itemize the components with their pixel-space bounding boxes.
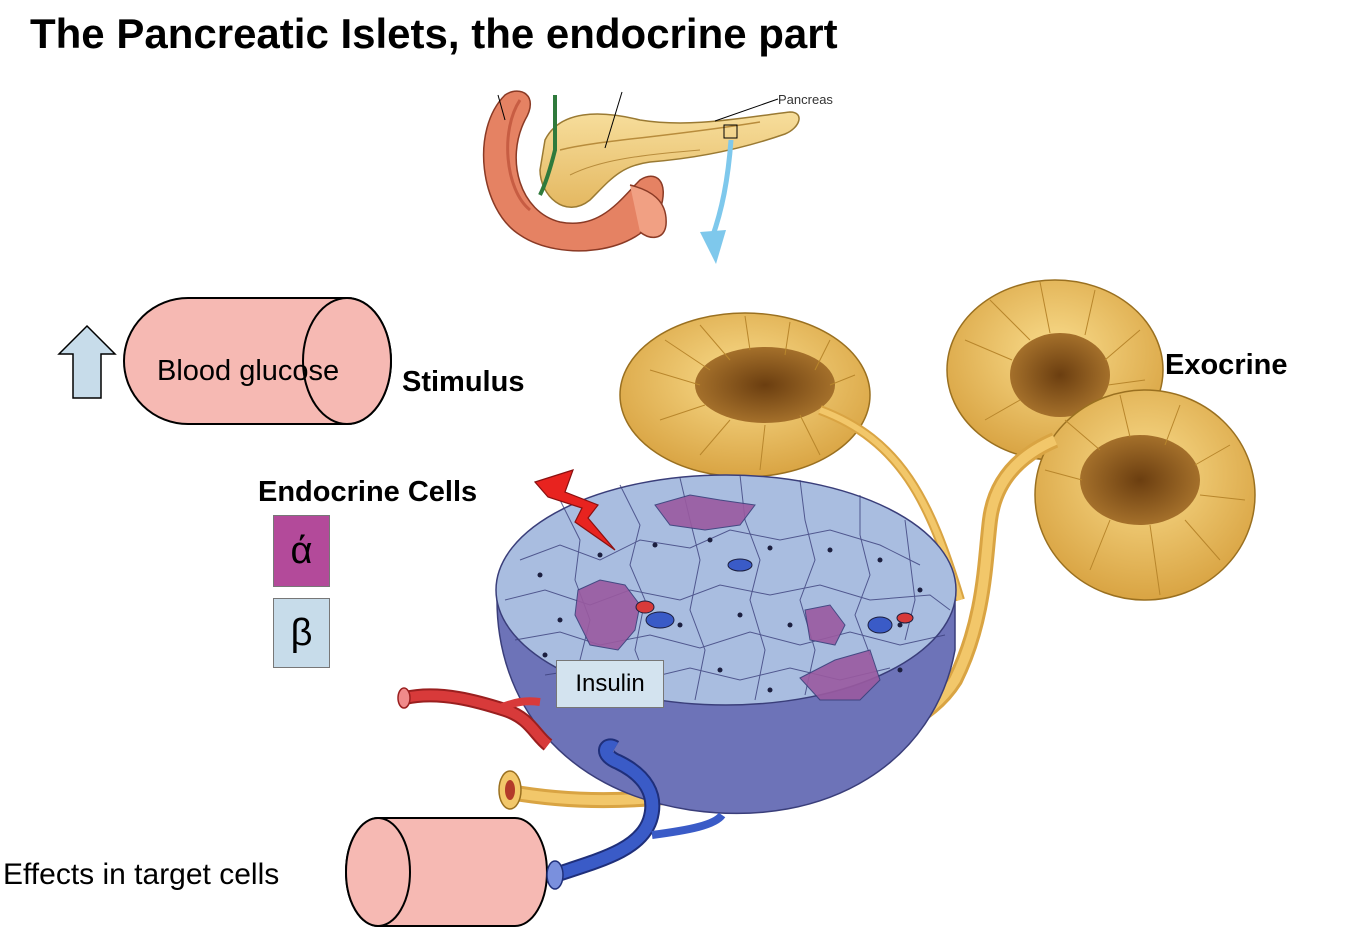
- endocrine-cells-heading: Endocrine Cells: [258, 476, 477, 508]
- vein: [546, 738, 726, 890]
- blood-glucose-cylinder: [123, 297, 392, 425]
- blood-glucose-label: Blood glucose: [157, 355, 339, 387]
- effects-cylinder: [345, 817, 548, 927]
- pancreas-illustration: [482, 90, 800, 264]
- page-title: The Pancreatic Islets, the endocrine par…: [30, 10, 838, 57]
- exocrine-label: Exocrine: [1165, 349, 1288, 381]
- effects-label: Effects in target cells: [3, 858, 279, 891]
- beta-cell-box: β: [273, 598, 330, 668]
- insulin-box: Insulin: [556, 660, 664, 708]
- lightning-icon: [533, 469, 616, 551]
- pancreas-label: Pancreas: [778, 92, 833, 107]
- pancreatic-islet: [495, 474, 957, 815]
- artery: [397, 687, 553, 751]
- alpha-cell-box: ά: [273, 515, 330, 587]
- stimulus-label: Stimulus: [402, 366, 524, 398]
- up-arrow-icon: [57, 324, 117, 399]
- exocrine-acini: [619, 279, 1256, 601]
